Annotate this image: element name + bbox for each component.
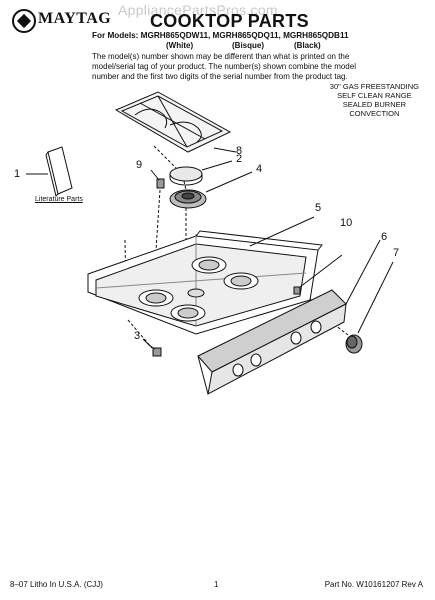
- callout-9: 9: [136, 159, 143, 171]
- callout-10: 10: [340, 217, 353, 229]
- callout-6: 6: [381, 231, 388, 243]
- screw: [150, 169, 165, 189]
- callout-7: 7: [393, 247, 400, 259]
- model-list: For Models: MGRH865QDW11, MGRH865QDQ11, …: [92, 31, 349, 40]
- control-panel-screw: [293, 254, 343, 295]
- watermark: AppliancePartsPros.com: [118, 2, 278, 18]
- burner-head: [169, 171, 253, 209]
- brand-name: MAYTAG: [38, 10, 112, 27]
- litho-info: 8–07 Litho In U.S.A. (CJJ): [10, 580, 103, 589]
- literature-parts-booklet: [26, 146, 73, 197]
- callout-5: 5: [315, 202, 322, 214]
- range-description: 30" GAS FREESTANDING SELF CLEAN RANGE SE…: [329, 82, 419, 118]
- callout-8: 8: [236, 145, 243, 157]
- callout-4: 4: [256, 163, 263, 175]
- callout-1: 1: [14, 168, 21, 180]
- variant-black: (Black): [294, 41, 321, 50]
- variant-bisque: (Bisque): [232, 41, 264, 50]
- burner-grate: [114, 91, 237, 153]
- control-knob: [345, 261, 394, 354]
- variant-white: (White): [166, 41, 194, 50]
- maytag-logo-icon: [12, 9, 36, 33]
- callout-2: 2: [236, 153, 243, 165]
- model-number-note: The model(s) number shown may be differe…: [92, 52, 356, 81]
- literature-parts-label: Literature Parts: [35, 196, 83, 203]
- callout-3: 3: [134, 330, 141, 342]
- knob-holes: [232, 320, 322, 377]
- page-title: COOKTOP PARTS: [150, 11, 309, 31]
- part-number: Part No. W10161207 Rev A: [324, 580, 423, 589]
- leveling-leg: [142, 338, 162, 357]
- burner-wells: [138, 256, 259, 322]
- burner-cap: [169, 160, 233, 186]
- page-number: 1: [214, 580, 219, 589]
